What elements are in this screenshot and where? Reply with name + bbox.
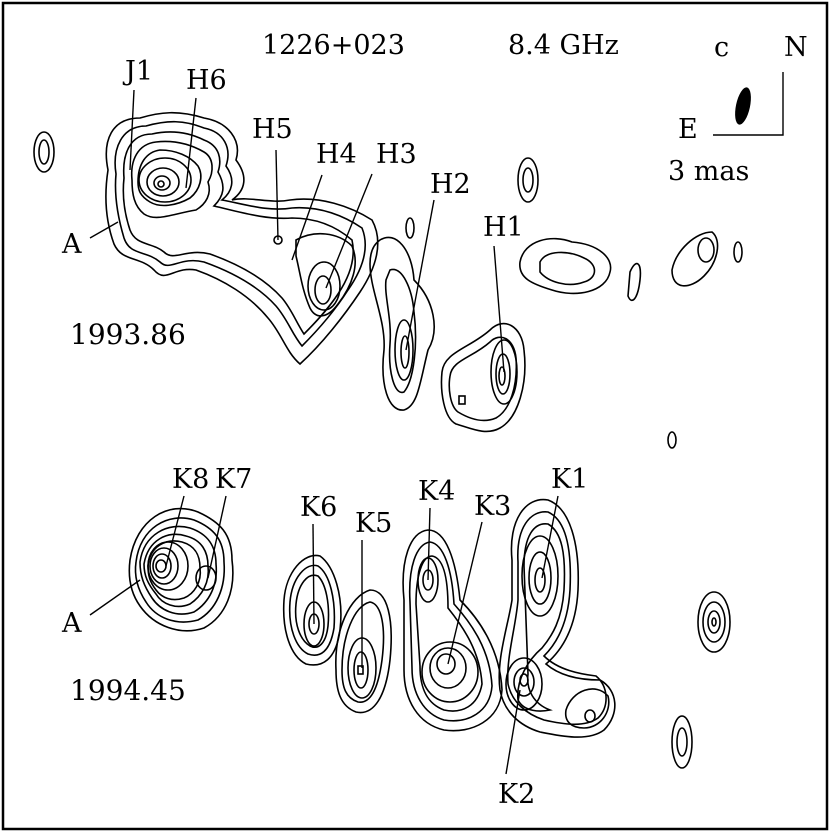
- label-K1: K1: [551, 464, 588, 495]
- epoch-1994-labels: A K8 K7 K6 K5 K4 K3 K2 K1 1994.45: [61, 464, 588, 810]
- north-label: N: [784, 32, 808, 63]
- label-K6: K6: [300, 492, 337, 523]
- label-K5: K5: [355, 508, 392, 539]
- scale-bar-label: 3 mas: [668, 156, 749, 187]
- label-H5: H5: [252, 114, 293, 145]
- orientation-indicator: c N E 3 mas: [668, 32, 808, 187]
- label-K7: K7: [215, 464, 252, 495]
- label-H2: H2: [430, 169, 471, 200]
- label-H6: H6: [186, 65, 227, 96]
- source-name: 1226+023: [262, 30, 405, 61]
- label-J1: J1: [122, 56, 153, 87]
- label-K2: K2: [498, 779, 535, 810]
- label-K8: K8: [172, 464, 209, 495]
- beam-ellipse: [735, 87, 751, 125]
- north-east-arrows: [713, 72, 784, 136]
- epoch-date-1993: 1993.86: [70, 318, 186, 351]
- label-K3: K3: [474, 491, 511, 522]
- epoch-1993-labels: A J1 H6 H5 H4 H3 H2 H1 1993.86: [61, 56, 524, 373]
- epoch-date-1994: 1994.45: [70, 674, 186, 707]
- label-H1: H1: [483, 212, 524, 243]
- label-A-1993: A: [61, 229, 82, 260]
- label-A-1994: A: [61, 608, 82, 639]
- label-H4: H4: [316, 139, 357, 170]
- label-K4: K4: [418, 476, 455, 507]
- frequency-label: 8.4 GHz: [508, 30, 619, 61]
- epoch-1993-contours: [33, 111, 743, 449]
- beam-label: c: [714, 32, 729, 63]
- east-label: E: [678, 114, 698, 145]
- label-H3: H3: [376, 139, 417, 170]
